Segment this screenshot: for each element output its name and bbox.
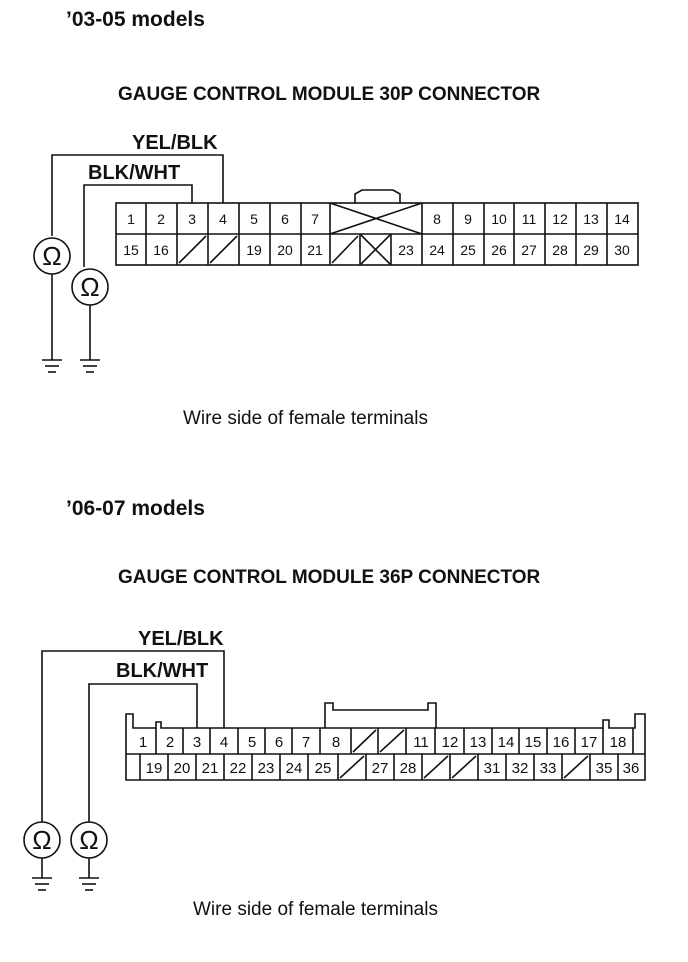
ohmmeter-icon: Ω [70, 821, 108, 859]
pin-label: 30 [614, 242, 630, 258]
pin-label: 23 [258, 760, 275, 777]
pin-labels-30p: 1 2 3 4 5 6 7 8 9 10 11 12 13 14 15 16 1… [123, 211, 630, 258]
pin-label: 33 [540, 760, 557, 777]
caption-wire-side-36p: Wire side of female terminals [193, 899, 438, 920]
ground-icon [79, 877, 99, 891]
section-heading-2006-2007: ’06-07 models [66, 497, 205, 520]
pin-label: 5 [248, 734, 256, 751]
pin-label: 15 [123, 242, 139, 258]
pin-label: 16 [153, 242, 169, 258]
pin-label: 22 [230, 760, 247, 777]
wire-label-blk-wht-36p: BLK/WHT [116, 660, 209, 682]
svg-text:Ω: Ω [80, 272, 99, 302]
pin-label: 12 [442, 734, 459, 751]
svg-text:Ω: Ω [79, 825, 98, 855]
pin-label: 27 [372, 760, 389, 777]
section-heading-2003-2005: ’03-05 models [66, 8, 205, 31]
ground-icon [32, 877, 52, 891]
pin-label: 8 [332, 734, 340, 751]
pin-label: 19 [246, 242, 262, 258]
pin-label: 9 [464, 211, 472, 227]
pin-label: 25 [315, 760, 332, 777]
pin-label: 25 [460, 242, 476, 258]
pin-label: 7 [302, 734, 310, 751]
pin-label: 35 [596, 760, 613, 777]
pin-label: 1 [139, 734, 147, 751]
wire-label-yel-blk-36p: YEL/BLK [138, 628, 224, 650]
ohmmeter-icon: Ω [71, 268, 109, 306]
pin-label: 10 [491, 211, 507, 227]
wiring-30p: Ω Ω [33, 154, 224, 373]
pin-label: 13 [470, 734, 487, 751]
ground-icon [80, 359, 100, 373]
wiring-36p: Ω Ω [23, 650, 225, 891]
pin-label: 31 [484, 760, 501, 777]
ohmmeter-icon: Ω [33, 237, 71, 275]
pin-label: 11 [522, 211, 537, 227]
pin-label: 8 [433, 211, 441, 227]
pin-label: 16 [553, 734, 570, 751]
wire-label-yel-blk-30p: YEL/BLK [132, 132, 218, 154]
pin-label: 32 [512, 760, 529, 777]
pin-label: 28 [552, 242, 568, 258]
pin-label: 6 [275, 734, 283, 751]
pin-label: 4 [220, 734, 228, 751]
pin-label: 24 [286, 760, 303, 777]
pin-label: 11 [413, 734, 429, 751]
caption-wire-side-30p: Wire side of female terminals [183, 408, 428, 429]
pin-label: 19 [146, 760, 163, 777]
ground-icon [42, 359, 62, 373]
pin-label: 23 [398, 242, 414, 258]
pin-label: 14 [498, 734, 515, 751]
connector-title-36p: GAUGE CONTROL MODULE 36P CONNECTOR [118, 567, 541, 588]
ohmmeter-icon: Ω [23, 821, 61, 859]
pin-label: 5 [250, 211, 258, 227]
pin-label: 28 [400, 760, 417, 777]
pin-label: 4 [219, 211, 227, 227]
pin-label: 13 [583, 211, 599, 227]
pin-label: 27 [521, 242, 537, 258]
svg-text:Ω: Ω [32, 825, 51, 855]
pin-label: 21 [307, 242, 323, 258]
pin-label: 18 [610, 734, 627, 751]
pin-label: 29 [583, 242, 599, 258]
pin-label: 20 [174, 760, 191, 777]
pin-label: 6 [281, 211, 289, 227]
pin-label: 3 [188, 211, 196, 227]
svg-text:Ω: Ω [42, 241, 61, 271]
pin-label: 3 [193, 734, 201, 751]
connector-36p: 1 2 3 4 5 6 7 8 11 12 13 14 15 16 17 18 … [125, 702, 646, 781]
pin-label: 1 [127, 211, 135, 227]
pin-label: 17 [581, 734, 598, 751]
pin-label: 2 [166, 734, 174, 751]
pin-label: 2 [157, 211, 165, 227]
pin-label: 7 [311, 211, 319, 227]
pin-label: 24 [429, 242, 445, 258]
pin-label: 26 [491, 242, 507, 258]
connector-30p: 1 2 3 4 5 6 7 8 9 10 11 12 13 14 15 16 1… [115, 189, 639, 266]
pin-label: 15 [525, 734, 542, 751]
pin-label: 21 [202, 760, 219, 777]
pin-label: 20 [277, 242, 293, 258]
pin-label: 12 [552, 211, 568, 227]
connector-title-30p: GAUGE CONTROL MODULE 30P CONNECTOR [118, 84, 541, 105]
pin-labels-36p: 1 2 3 4 5 6 7 8 11 12 13 14 15 16 17 18 … [139, 734, 640, 777]
wire-label-blk-wht-30p: BLK/WHT [88, 162, 181, 184]
pin-label: 36 [623, 760, 640, 777]
pin-label: 14 [614, 211, 630, 227]
